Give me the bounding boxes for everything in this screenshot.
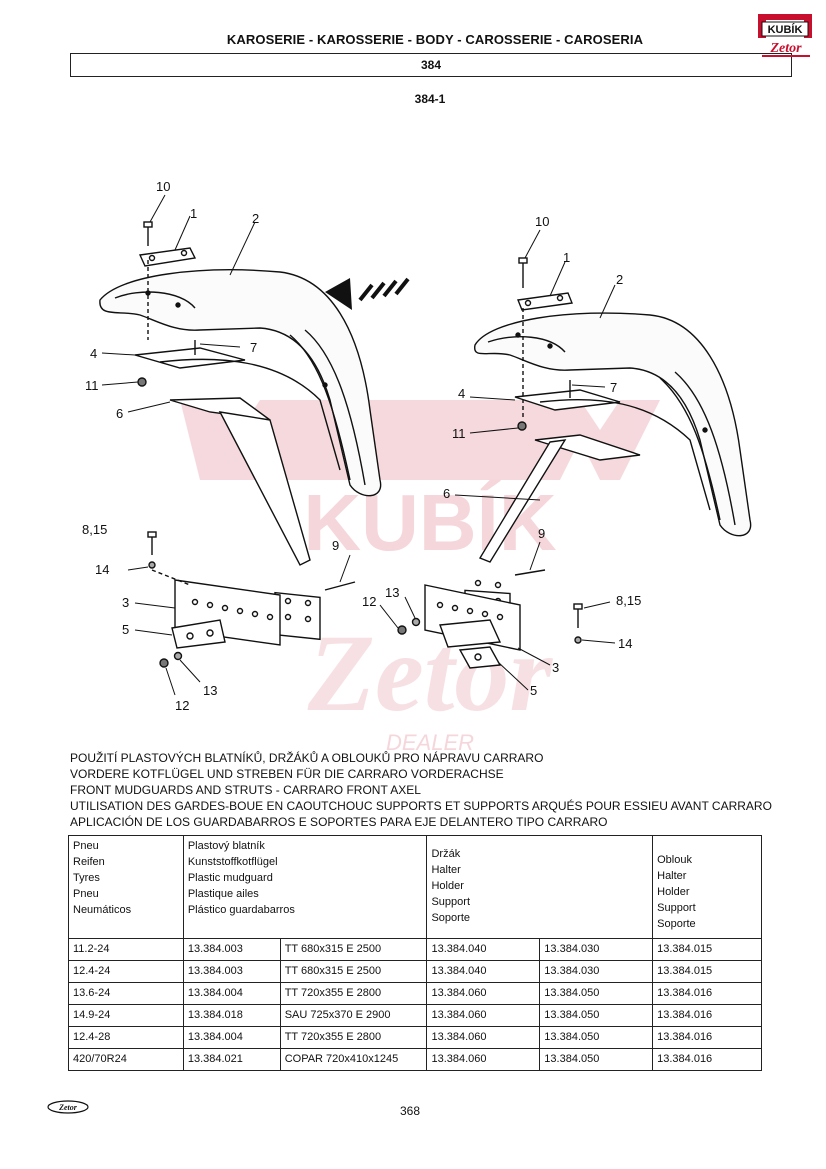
callout-right-4: 4 xyxy=(458,386,465,401)
cell-size: COPAR 720x410x1245 xyxy=(279,1048,428,1071)
cell-arc: 13.384.016 xyxy=(652,1048,762,1071)
cell-part: 13.384.003 xyxy=(182,938,281,961)
cell-holder1: 13.384.040 xyxy=(426,938,541,961)
cell-tyre: 12.4-28 xyxy=(68,1026,184,1049)
cell-tyre: 13.6-24 xyxy=(68,982,184,1005)
cell-arc: 13.384.016 xyxy=(652,982,762,1005)
description-block: POUŽITÍ PLASTOVÝCH BLATNÍKŮ, DRŽÁKŮ A OB… xyxy=(70,750,772,830)
cell-tyre: 11.2-24 xyxy=(68,938,184,961)
callout-left-7: 7 xyxy=(250,340,257,355)
page-number: 368 xyxy=(399,1104,421,1118)
callout-left-10: 10 xyxy=(156,179,170,194)
cell-holder2: 13.384.030 xyxy=(539,938,654,961)
cell-holder2: 13.384.050 xyxy=(539,1048,654,1071)
callout-left-5: 5 xyxy=(122,622,129,637)
callout-right-1: 1 xyxy=(563,250,570,265)
footer-logo-text: Zetor xyxy=(58,1103,78,1112)
callout-left-9: 9 xyxy=(332,538,339,553)
callout-right-6: 6 xyxy=(443,486,450,501)
logo-top-text: KUBÍK xyxy=(768,23,803,36)
callout-right-10: 10 xyxy=(535,214,549,229)
description-de: VORDERE KOTFLÜGEL UND STREBEN FÜR DIE CA… xyxy=(70,767,504,781)
callout-right-3: 3 xyxy=(552,660,559,675)
callout-left-4: 4 xyxy=(90,346,97,361)
cell-part: 13.384.004 xyxy=(182,1026,281,1049)
cell-tyre: 14.9-24 xyxy=(68,1004,184,1027)
cell-size: TT 680x315 E 2500 xyxy=(279,960,428,983)
callout-left-11: 11 xyxy=(85,378,99,393)
callout-right-14: 14 xyxy=(618,636,632,651)
cell-holder1: 13.384.060 xyxy=(426,982,541,1005)
cell-arc: 13.384.016 xyxy=(652,1004,762,1027)
logo-bottom-text: Zetor xyxy=(769,41,802,56)
page-title: KAROSERIE - KAROSSERIE - BODY - CAROSSER… xyxy=(226,32,644,47)
cell-arc: 13.384.015 xyxy=(652,938,762,961)
section-number: 384 xyxy=(70,53,792,77)
subsection-number: 384-1 xyxy=(414,92,446,106)
left-callouts: 10 1 2 4 7 11 6 8,15 14 9 3 5 13 12 xyxy=(82,179,339,713)
callout-left-13: 13 xyxy=(203,683,217,698)
kubik-zetor-logo: KUBÍK Zetor xyxy=(758,14,812,57)
cell-part: 13.384.003 xyxy=(182,960,281,983)
cell-holder2: 13.384.050 xyxy=(539,1026,654,1049)
parts-diagram: KUBÍK Zetor DEALER xyxy=(82,179,752,750)
cell-holder2: 13.384.050 xyxy=(539,1004,654,1027)
callout-left-12: 12 xyxy=(175,698,189,713)
zetor-footer-logo: Zetor xyxy=(47,1100,89,1114)
description-es: APLICACIÓN DE LOS GUARDABARROS E SOPORTE… xyxy=(70,815,608,829)
callout-left-2: 2 xyxy=(252,211,259,226)
cell-size: TT 680x315 E 2500 xyxy=(279,938,428,961)
cell-arc: 13.384.016 xyxy=(652,1026,762,1049)
callout-left-6: 6 xyxy=(116,406,123,421)
callout-right-8-15: 8,15 xyxy=(616,593,641,608)
cell-size: TT 720x355 E 2800 xyxy=(279,982,428,1005)
cell-part: 13.384.018 xyxy=(182,1004,281,1027)
callout-right-13: 13 xyxy=(385,585,399,600)
description-en: FRONT MUDGUARDS AND STRUTS - CARRARO FRO… xyxy=(70,783,421,797)
cell-holder1: 13.384.040 xyxy=(426,960,541,983)
callout-left-8-15: 8,15 xyxy=(82,522,107,537)
callout-right-11: 11 xyxy=(452,426,466,441)
callout-right-12: 12 xyxy=(362,594,376,609)
cell-size: TT 720x355 E 2800 xyxy=(279,1026,428,1049)
callout-right-5: 5 xyxy=(530,683,537,698)
left-mudguard-assembly xyxy=(99,221,382,668)
watermark-sub-text: DEALER xyxy=(386,730,474,750)
callout-right-2: 2 xyxy=(616,272,623,287)
cell-arc: 13.384.015 xyxy=(652,960,762,983)
right-mudguard-assembly xyxy=(397,257,752,669)
callout-left-14: 14 xyxy=(95,562,109,577)
cell-size: SAU 725x370 E 2900 xyxy=(279,1004,428,1027)
callout-right-7: 7 xyxy=(610,380,617,395)
cell-holder2: 13.384.050 xyxy=(539,982,654,1005)
cell-holder1: 13.384.060 xyxy=(426,1048,541,1071)
callout-right-9: 9 xyxy=(538,526,545,541)
cell-holder1: 13.384.060 xyxy=(426,1004,541,1027)
callout-left-3: 3 xyxy=(122,595,129,610)
cell-holder1: 13.384.060 xyxy=(426,1026,541,1049)
cell-tyre: 12.4-24 xyxy=(68,960,184,983)
watermark-top-text: KUBÍK xyxy=(303,478,557,567)
description-cz: POUŽITÍ PLASTOVÝCH BLATNÍKŮ, DRŽÁKŮ A OB… xyxy=(70,751,544,765)
cell-holder2: 13.384.030 xyxy=(539,960,654,983)
callout-left-1: 1 xyxy=(190,206,197,221)
right-callouts: 10 1 2 7 4 11 6 9 13 12 8,15 14 3 5 xyxy=(362,214,641,698)
cell-part: 13.384.021 xyxy=(182,1048,281,1071)
direction-arrow-icon xyxy=(325,277,410,310)
cell-tyre: 420/70R24 xyxy=(68,1048,184,1071)
cell-part: 13.384.004 xyxy=(182,982,281,1005)
description-fr: UTILISATION DES GARDES-BOUE EN CAOUTCHOU… xyxy=(70,799,772,813)
